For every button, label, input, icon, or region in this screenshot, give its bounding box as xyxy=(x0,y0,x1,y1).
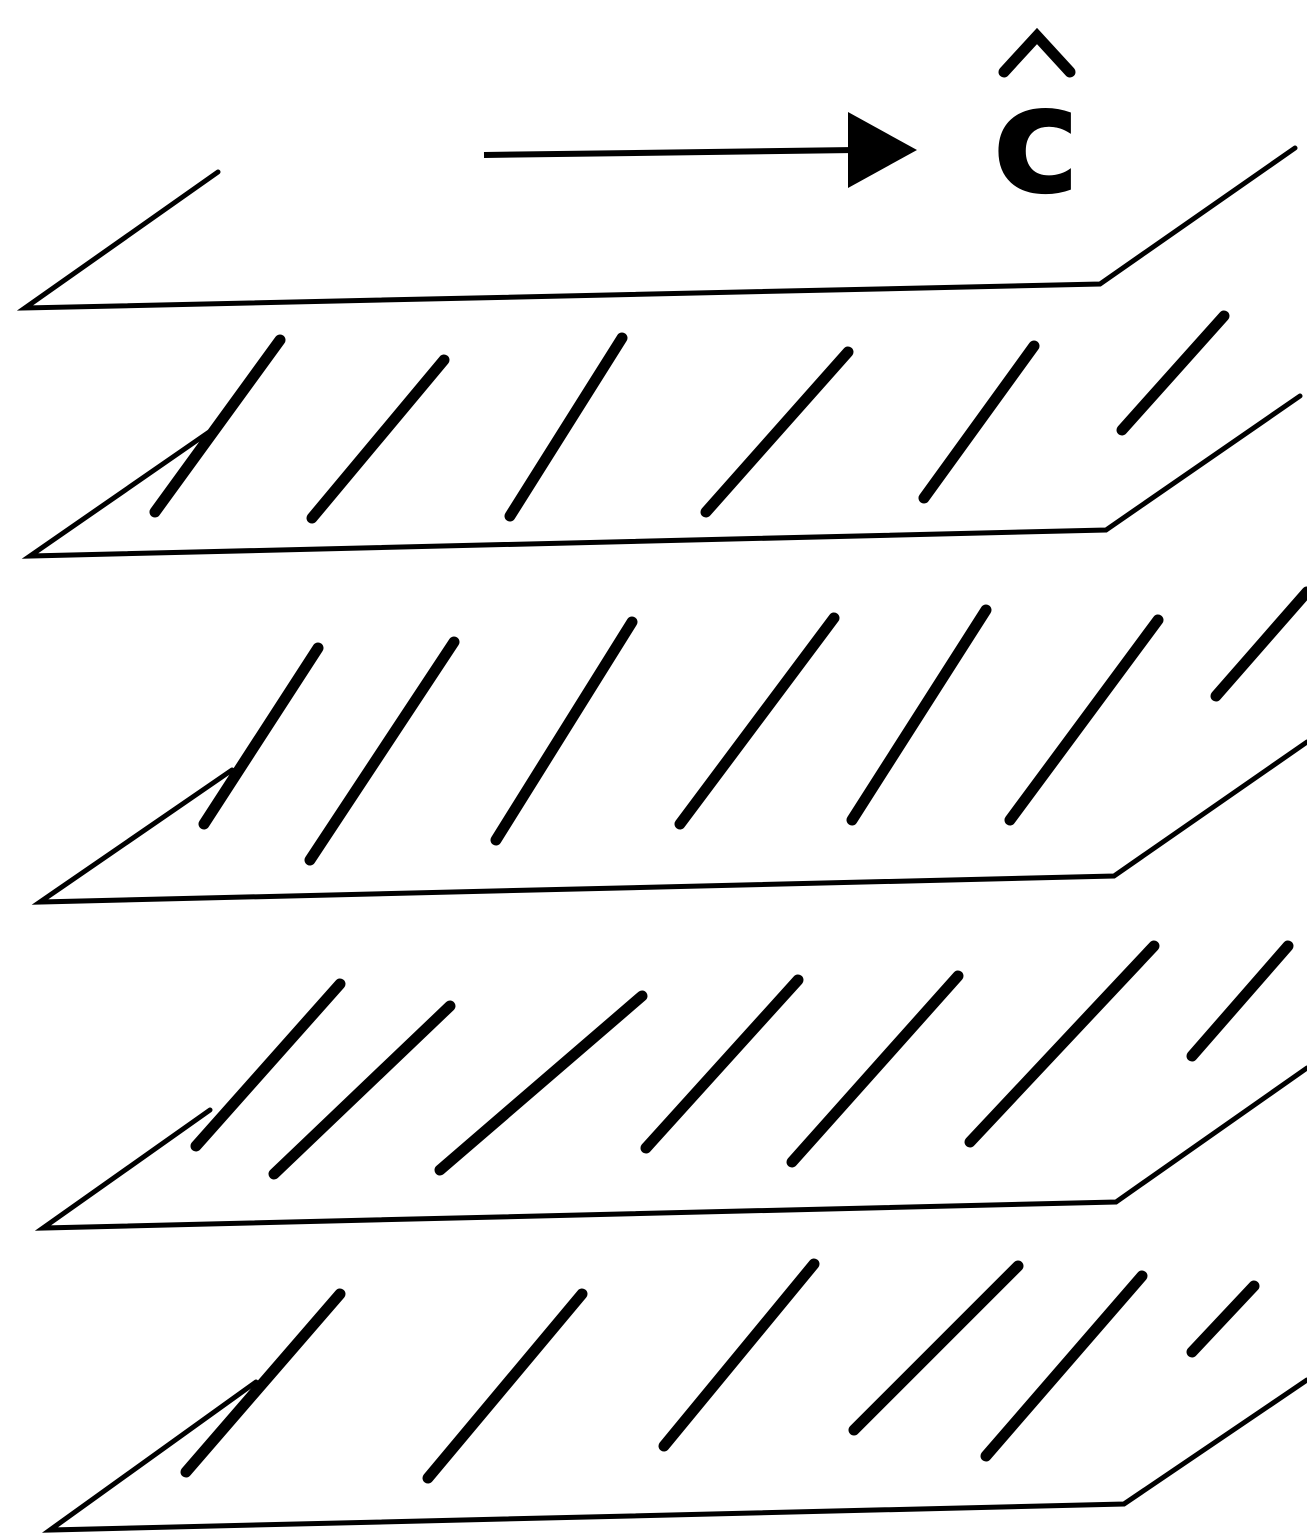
layer-planes xyxy=(16,145,1307,1533)
molecule-rod xyxy=(504,332,628,522)
molecule-rod xyxy=(434,990,648,1176)
molecule-rod xyxy=(700,346,854,518)
molecule-rod xyxy=(1116,310,1230,436)
molecule-rod xyxy=(848,1260,1024,1436)
layer-plane-3 xyxy=(31,739,1307,905)
layer-plane-4 xyxy=(34,1065,1307,1231)
molecule-rod xyxy=(964,940,1160,1148)
molecule-rod xyxy=(786,970,964,1168)
molecule-rod xyxy=(306,354,450,524)
rod-layer-3 xyxy=(190,940,1294,1180)
c-axis-arrowhead xyxy=(848,112,917,188)
rod-layer-1 xyxy=(149,310,1230,524)
molecule-rod xyxy=(846,604,992,826)
molecule-rod xyxy=(190,978,346,1152)
c-axis-indicator: c xyxy=(483,27,1081,228)
molecule-rod xyxy=(149,334,286,518)
c-axis-hat xyxy=(998,27,1076,78)
rod-layer-4 xyxy=(180,1258,1260,1484)
rod-layer-2 xyxy=(198,586,1307,866)
molecule-rod xyxy=(304,636,460,866)
molecule-rod xyxy=(422,1288,588,1484)
molecule-rod xyxy=(674,612,840,830)
molecule-rod xyxy=(658,1258,820,1452)
molecule-rod xyxy=(1186,940,1294,1062)
molecule-rod xyxy=(180,1288,346,1478)
molecule-rod xyxy=(490,616,638,846)
molecule-rod xyxy=(918,340,1040,504)
layer-plane-5 xyxy=(41,1377,1307,1533)
c-axis-arrow-shaft xyxy=(483,147,856,158)
layer-plane-2 xyxy=(21,393,1303,559)
molecule-rod xyxy=(980,1270,1148,1462)
molecule-rods xyxy=(149,310,1307,1484)
molecule-rod xyxy=(1210,586,1307,702)
c-axis-label: c xyxy=(992,54,1081,228)
molecule-rod xyxy=(1004,614,1164,826)
molecule-rod xyxy=(198,642,324,830)
layer-plane-1 xyxy=(16,145,1298,311)
molecule-rod xyxy=(1186,1280,1260,1358)
molecule-rod xyxy=(268,1000,456,1180)
molecule-rod xyxy=(640,974,804,1154)
